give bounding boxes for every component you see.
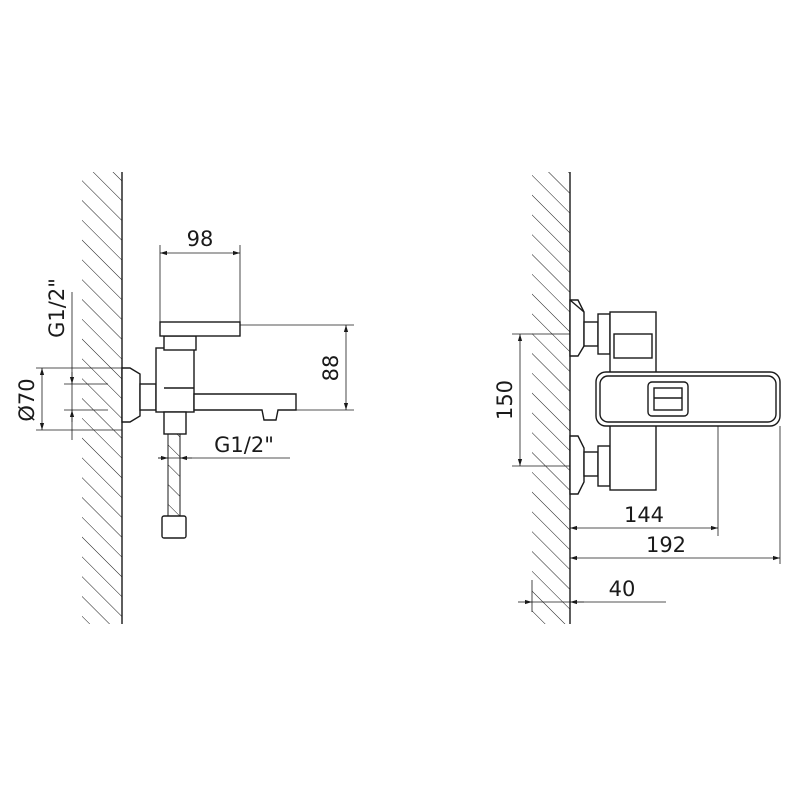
dim-inlet-spacing-label: 150 [493, 380, 517, 420]
wall-left [82, 172, 123, 624]
dim-hose-thread: G1/2" [158, 433, 290, 461]
dim-inlet-spacing: 150 [493, 333, 570, 467]
top-view: 150 144 192 40 [493, 172, 781, 624]
dim-lever-depth-label: 144 [624, 503, 664, 527]
dim-flange-diameter-label: Ø70 [15, 378, 39, 421]
dim-total-depth-label: 192 [646, 533, 686, 557]
dim-spout-depth: 98 [159, 227, 241, 322]
dim-hose-thread-label: G1/2" [214, 433, 274, 457]
dim-spout-depth-label: 98 [187, 227, 214, 251]
faucet-top [569, 299, 781, 495]
side-view: 98 88 Ø70 G1/2" [15, 172, 354, 624]
dim-wall-offset: 40 [518, 577, 666, 612]
dim-total-depth: 192 [570, 426, 781, 564]
wall-right [532, 172, 571, 624]
shower-hose [161, 433, 187, 539]
faucet-side [121, 321, 297, 435]
dim-inlet-thread: G1/2" [45, 278, 108, 440]
dim-flange-diameter: Ø70 [15, 367, 122, 431]
dim-height-label: 88 [319, 355, 343, 382]
dim-inlet-thread-label: G1/2" [45, 278, 69, 338]
dim-lever-depth: 144 [570, 426, 719, 536]
dim-wall-offset-label: 40 [609, 577, 636, 601]
dim-height: 88 [240, 324, 354, 411]
